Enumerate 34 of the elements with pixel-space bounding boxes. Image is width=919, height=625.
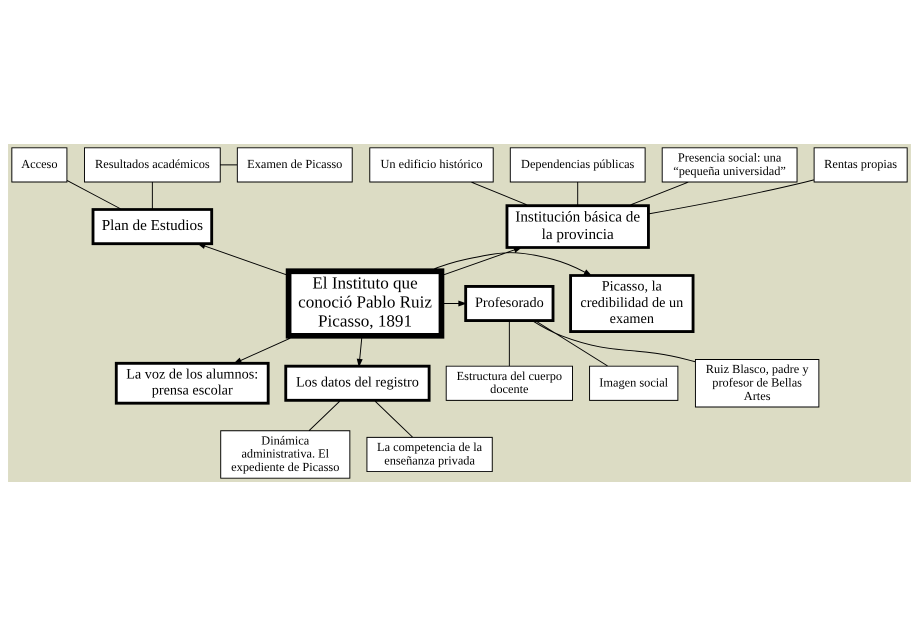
- node-box: Plan de Estudios: [92, 208, 214, 245]
- node-box: Presencia social: una “pequeña universidad”: [662, 146, 798, 182]
- connector: [152, 181, 153, 210]
- node-box: Los datos del registro: [284, 364, 431, 402]
- node-box: La competencia de la enseñanza privada: [366, 436, 493, 472]
- connector: [308, 400, 341, 431]
- connector: [628, 181, 689, 206]
- node-box: Dinámica administrativa. El expediente de Picasso: [220, 430, 350, 478]
- node-box: Ruiz Blasco, padre y profesor de Bellas Artes: [694, 358, 820, 407]
- arrow: [196, 242, 289, 276]
- node-box: Profesorado: [464, 284, 554, 322]
- node-box: Resultados académicos: [84, 146, 221, 182]
- connector: [532, 320, 696, 362]
- connector: [374, 400, 414, 438]
- connector: [577, 181, 578, 206]
- node-box: Institución básica de la provincia: [506, 204, 650, 248]
- node-box: La voz de los alumnos: prensa escolar: [114, 361, 270, 404]
- connector: [470, 181, 530, 206]
- node-box: Imagen social: [589, 365, 678, 400]
- node-box: El Instituto que conoció Pablo Ruiz Picasso, 1891: [286, 268, 444, 338]
- arrow: [441, 246, 522, 276]
- arrow: [441, 300, 467, 306]
- connector: [534, 320, 608, 366]
- node-box: Dependencias públicas: [510, 146, 646, 182]
- node-box: Estructura del cuerpo docente: [446, 365, 573, 400]
- node-box: Rentas propias: [814, 146, 908, 182]
- node-box: Un edificio histórico: [369, 146, 494, 182]
- node-box: Examen de Picasso: [236, 146, 353, 182]
- connector: [508, 320, 510, 366]
- node-box: Picasso, la credibilidad de un examen: [569, 274, 694, 332]
- connector: [648, 178, 814, 214]
- node-box: Acceso: [11, 146, 68, 182]
- connector: [220, 164, 238, 165]
- connector: [66, 180, 122, 210]
